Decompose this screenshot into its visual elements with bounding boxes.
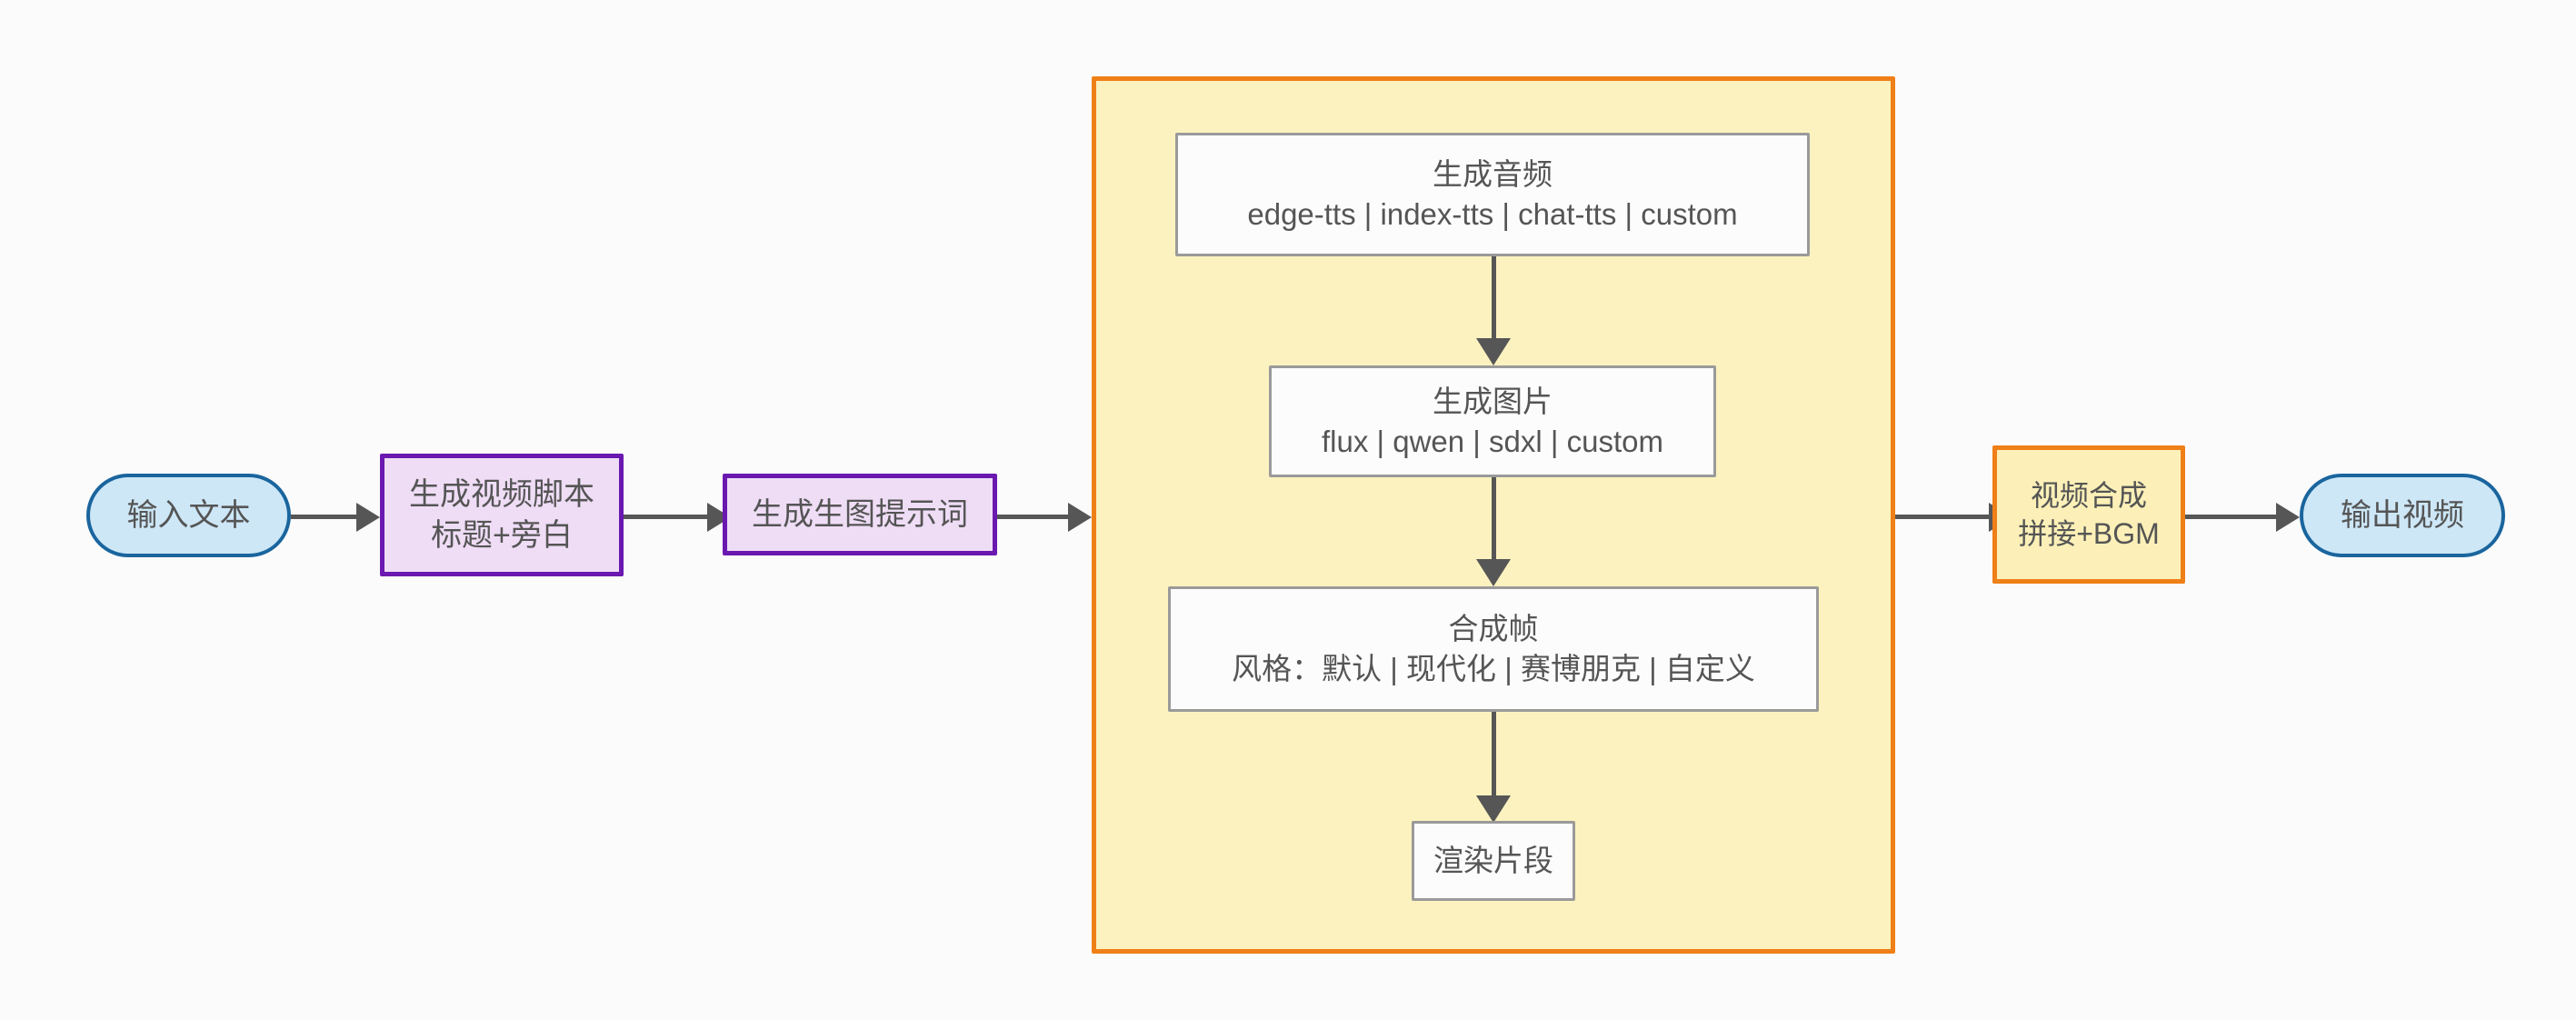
node-video-merge[interactable]: 视频合成 拼接+BGM xyxy=(1992,445,2185,584)
node-generate-audio-line2: edge-tts | index-tts | chat-tts | custom xyxy=(1247,197,1738,231)
edge-frame-to-render-arrow xyxy=(1476,795,1511,823)
node-video-merge-line1: 视频合成 xyxy=(2030,478,2147,512)
edge-script-to-prompt-line xyxy=(624,515,707,519)
node-generate-image-line2: flux | qwen | sdxl | custom xyxy=(1321,424,1664,458)
edge-input-to-script-line xyxy=(291,515,356,519)
node-output-video[interactable]: 输出视频 xyxy=(2300,474,2505,557)
node-generate-script[interactable]: 生成视频脚本 标题+旁白 xyxy=(380,454,624,576)
node-generate-audio-line1: 生成音频 xyxy=(1433,157,1553,192)
edge-input-to-script-arrow xyxy=(356,503,380,532)
node-input-text[interactable]: 输入文本 xyxy=(86,474,291,557)
edge-image-to-frame-line xyxy=(1492,477,1496,566)
node-render-clip-label: 渲染片段 xyxy=(1433,844,1553,878)
edge-prompt-to-pipeline-line xyxy=(997,515,1068,519)
node-generate-image-line1: 生成图片 xyxy=(1433,384,1553,418)
node-generate-prompt-label: 生成生图提示词 xyxy=(752,496,968,532)
edge-audio-to-image-arrow xyxy=(1476,338,1511,365)
node-generate-image[interactable]: 生成图片 flux | qwen | sdxl | custom xyxy=(1269,365,1716,477)
edge-pipeline-to-merge-line xyxy=(1895,515,1989,519)
node-compose-frame-line1: 合成帧 xyxy=(1448,612,1539,646)
edge-merge-to-output-arrow xyxy=(2276,503,2300,532)
node-generate-script-line1: 生成视频脚本 xyxy=(409,476,594,512)
edge-frame-to-render-line xyxy=(1492,712,1496,803)
node-generate-script-line2: 标题+旁白 xyxy=(431,517,573,553)
edge-merge-to-output-line xyxy=(2185,515,2276,519)
node-compose-frame-line2: 风格：默认 | 现代化 | 赛博朋克 | 自定义 xyxy=(1232,652,1755,685)
edge-prompt-to-pipeline-arrow xyxy=(1068,503,1092,532)
node-video-merge-line2: 拼接+BGM xyxy=(2018,517,2160,550)
node-render-clip[interactable]: 渲染片段 xyxy=(1412,821,1575,901)
node-generate-audio[interactable]: 生成音频 edge-tts | index-tts | chat-tts | c… xyxy=(1175,133,1810,256)
node-compose-frame[interactable]: 合成帧 风格：默认 | 现代化 | 赛博朋克 | 自定义 xyxy=(1168,586,1819,712)
node-input-text-label: 输入文本 xyxy=(126,497,251,533)
node-output-video-label: 输出视频 xyxy=(2341,497,2464,533)
edge-audio-to-image-line xyxy=(1492,256,1496,345)
node-generate-prompt[interactable]: 生成生图提示词 xyxy=(723,474,997,555)
edge-image-to-frame-arrow xyxy=(1476,559,1511,586)
